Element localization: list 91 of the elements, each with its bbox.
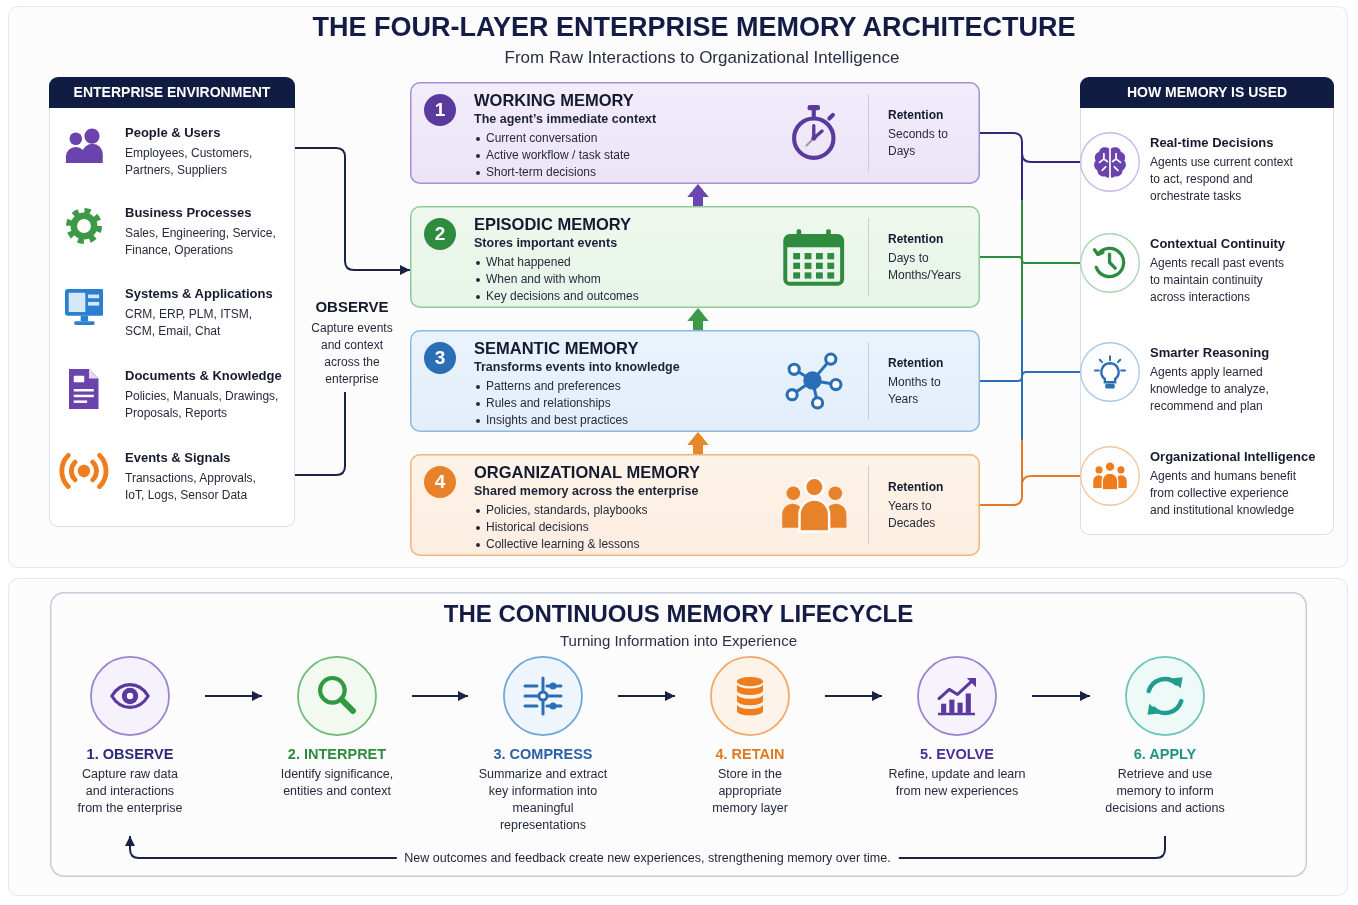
lifecycle-panel: [50, 592, 1307, 877]
item-title: Documents & Knowledge: [125, 368, 282, 383]
step-title: 5. EVOLVE: [920, 746, 994, 762]
list-item: Policies, standards, playbooks: [474, 502, 648, 519]
arrow: [294, 147, 411, 275]
step-description: Identify significance, entities and context: [279, 766, 395, 800]
section-subtitle: Turning Information into Experience: [559, 632, 798, 649]
item-title: People & Users: [125, 125, 221, 140]
arrow: [1031, 691, 1091, 701]
item-title: Organizational Intelligence: [1150, 449, 1316, 464]
retention-label: Retention: [888, 356, 944, 370]
item-title: Events & Signals: [125, 450, 231, 465]
page-subtitle: From Raw Interactions to Organizational Intelligence: [504, 48, 900, 68]
arrow: [204, 691, 263, 701]
item-title: Real-time Decisions: [1150, 135, 1274, 150]
item-description: Policies, Manuals, Drawings, Proposals, Reports: [125, 388, 280, 422]
item-title: Smarter Reasoning: [1150, 345, 1270, 360]
layer-number: 1: [424, 94, 456, 126]
step-description: Store in the appropriate memory layer: [711, 766, 789, 817]
layer-title: WORKING MEMORY: [474, 91, 634, 110]
item-title: Systems & Applications: [125, 286, 273, 301]
retention-value: Seconds to Days: [888, 126, 950, 160]
panel-heading: ENTERPRISE ENVIRONMENT: [49, 77, 295, 108]
item-title: Contextual Continuity: [1150, 236, 1286, 251]
step-title: 4. RETAIN: [715, 746, 785, 762]
step-title: 1. OBSERVE: [86, 746, 174, 762]
item-description: Agents recall past events to maintain continuity across interactions: [1150, 255, 1286, 306]
retention-value: Months to Years: [888, 374, 942, 408]
connector-line: [979, 319, 1081, 441]
retention-label: Retention: [888, 232, 944, 246]
step-title: 2. INTERPRET: [287, 746, 387, 762]
item-description: Transactions, Approvals, IoT, Logs, Sensor Data: [125, 470, 257, 504]
panel-heading: HOW MEMORY IS USED: [1080, 77, 1334, 108]
step-title: 6. APPLY: [1133, 746, 1197, 762]
layer-title: ORGANIZATIONAL MEMORY: [474, 463, 701, 482]
list-item: Current conversation: [474, 130, 598, 147]
layer-subtitle: Stores important events: [474, 236, 618, 250]
layer-subtitle: Shared memory across the enterprise: [474, 484, 699, 498]
connector-line: [294, 391, 346, 476]
memory-layer-panel: [410, 82, 980, 184]
block-arrow: [687, 432, 709, 454]
list-item: Historical decisions: [474, 519, 589, 536]
arrow: [411, 691, 469, 701]
item-description: Sales, Engineering, Service, Finance, Operations: [125, 225, 277, 259]
connector-line: [979, 439, 1081, 506]
memory-layer-panel: [410, 206, 980, 308]
item-description: Employees, Customers, Partners, Suppliers: [125, 145, 254, 179]
connector-line: [979, 199, 1081, 321]
block-arrow: [687, 184, 709, 206]
observe-heading: OBSERVE: [315, 298, 389, 315]
layer-number: 3: [424, 342, 456, 374]
step-description: Summarize and extract key information into meaningful representations: [477, 766, 609, 834]
step-title: 3. COMPRESS: [493, 746, 593, 762]
layer-title: SEMANTIC MEMORY: [474, 339, 639, 358]
retention-value: Years to Decades: [888, 498, 937, 532]
item-title: Business Processes: [125, 205, 252, 220]
layer-title: EPISODIC MEMORY: [474, 215, 632, 234]
step-description: Refine, update and learn from new experiences: [887, 766, 1027, 800]
item-description: Agents and humans benefit from collective experience and institutional knowledge: [1150, 468, 1298, 519]
list-item: What happened: [474, 254, 571, 271]
list-item: Key decisions and outcomes: [474, 288, 639, 305]
layer-number: 4: [424, 466, 456, 498]
observe-description: Capture events and context across the enterprise: [310, 320, 394, 388]
panel: [49, 77, 295, 527]
arrow: [824, 691, 883, 701]
memory-layer-panel: [410, 454, 980, 556]
panel: [1080, 77, 1334, 535]
step-description: Capture raw data and interactions from the enterprise: [76, 766, 184, 817]
connector-line: [979, 132, 1081, 201]
retention-label: Retention: [888, 480, 944, 494]
list-item: Rules and relationships: [474, 395, 611, 412]
item-description: Agents apply learned knowledge to analyze, recommend and plan: [1150, 364, 1270, 415]
memory-layer-panel: [410, 330, 980, 432]
page-title: THE FOUR-LAYER ENTERPRISE MEMORY ARCHITECTURE: [312, 12, 1076, 43]
list-item: Collective learning & lessons: [474, 536, 640, 553]
arrow: [617, 691, 676, 701]
list-item: Insights and best practices: [474, 412, 629, 429]
list-item: Patterns and preferences: [474, 378, 621, 395]
layer-number: 2: [424, 218, 456, 250]
block-arrow: [687, 308, 709, 330]
section-heading: THE CONTINUOUS MEMORY LIFECYCLE: [443, 600, 914, 628]
list-item: Active workflow / task state: [474, 147, 631, 164]
layer-subtitle: The agent’s immediate context: [474, 112, 657, 126]
list-item: Short-term decisions: [474, 164, 597, 181]
layer-subtitle: Transforms events into knowledge: [474, 360, 680, 374]
retention-value: Days to Months/Years: [888, 250, 962, 284]
retention-label: Retention: [888, 108, 944, 122]
item-description: Agents use current context to act, respond and orchestrate tasks: [1150, 154, 1294, 205]
step-description: Retrieve and use memory to inform decisions and actions: [1104, 766, 1226, 817]
item-description: CRM, ERP, PLM, ITSM, SCM, Email, Chat: [125, 306, 254, 340]
list-item: When and with whom: [474, 271, 601, 288]
